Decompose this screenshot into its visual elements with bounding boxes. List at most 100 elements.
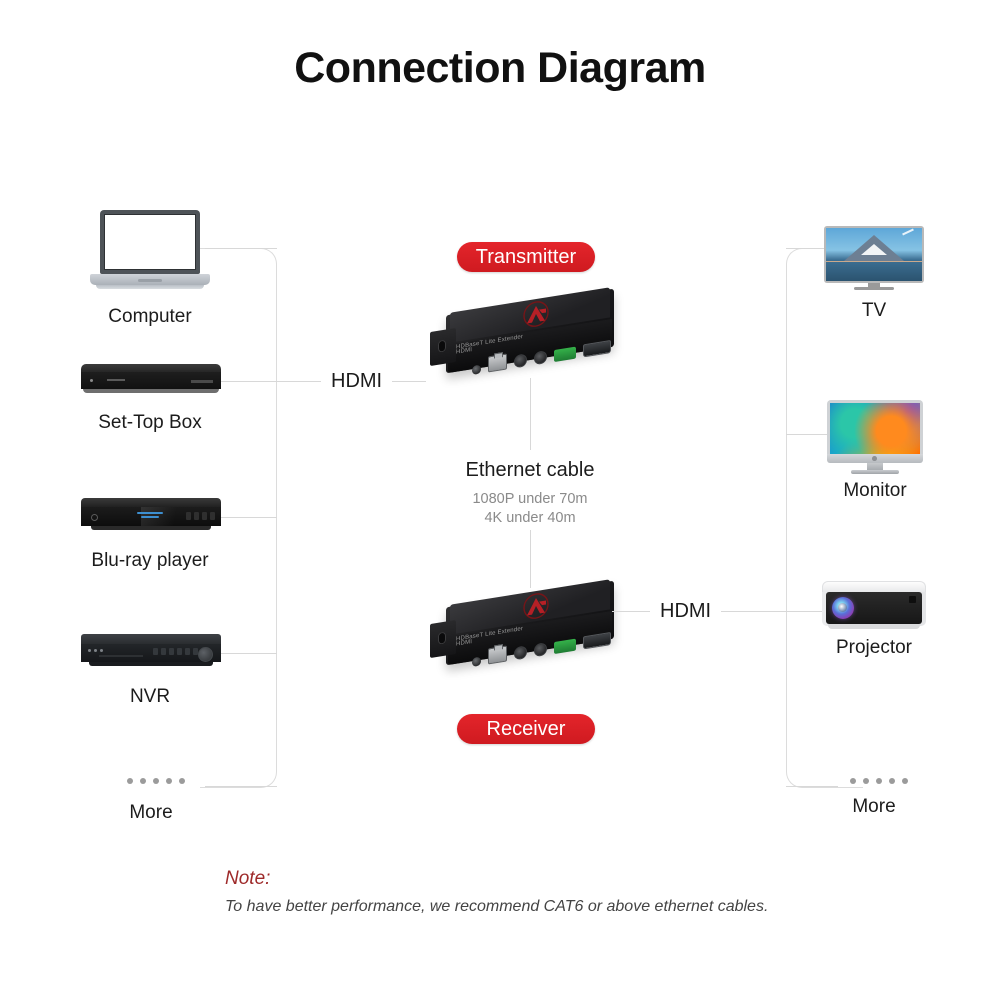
ethernet-link-line-lower [530, 530, 531, 588]
stb-led [90, 379, 93, 382]
transmitter-device: HDBaseT Lite Extender HDMI [428, 287, 628, 388]
hdmi-input-text: HDMI [321, 370, 393, 392]
branch-line-set-top-box [205, 381, 277, 382]
ethernet-spec-line1: 1080P under 70m [472, 491, 588, 507]
laptop-icon [90, 210, 210, 292]
nvr-jog-dial [198, 647, 213, 662]
tv-frame [824, 226, 924, 283]
projector-base [828, 624, 920, 629]
branch-line-more-left [205, 786, 277, 787]
stb-top [81, 364, 221, 372]
transmitter-badge: Transmitter [457, 242, 595, 272]
branch-line-nvr [205, 653, 277, 654]
branch-line-tv [786, 248, 858, 249]
transmitter-top-face [450, 287, 610, 343]
branch-line-more-right [786, 786, 838, 787]
hdmi-label-input: HDMI [321, 370, 393, 393]
ellipsis-dots-icon-right [850, 778, 908, 784]
ellipsis-dots-icon-left [127, 778, 185, 784]
apple-logo-icon [872, 456, 877, 461]
hdmi-output-text: HDMI [650, 600, 722, 622]
tv-screen [826, 228, 922, 281]
tv-neck [868, 283, 880, 288]
page-title: Connection Diagram [294, 44, 706, 92]
audio-jack-icon [534, 350, 547, 366]
nvr-slot [99, 655, 143, 657]
power-jack-icon [472, 364, 481, 376]
stb-body [81, 372, 221, 389]
nvr-leds [88, 649, 103, 652]
hdmi-label-output: HDMI [650, 600, 722, 623]
monitor-screen [830, 403, 920, 454]
ethernet-link-line [530, 378, 531, 450]
projector-lens-icon [832, 597, 854, 619]
branch-line-blu-ray [205, 517, 277, 518]
transmitter-badge-text: Transmitter [475, 246, 577, 268]
monitor-icon [827, 400, 923, 474]
receiver-device: HDBaseT Lite Extender HDMI [428, 579, 628, 680]
note-body: To have better performance, we recommend… [225, 898, 769, 915]
receiver-badge: Receiver [457, 714, 595, 744]
projector-side-right [919, 592, 926, 626]
source-label-computer: Computer [108, 306, 192, 327]
nvr-ports [153, 648, 198, 655]
brand-logo-icon-receiver [513, 589, 559, 622]
ir-jack-icon-receiver [514, 645, 527, 661]
tv-screen-snowcap [861, 243, 887, 255]
nvr-top [81, 634, 221, 644]
projector-side-left [822, 592, 828, 626]
bdp-top [81, 498, 221, 507]
receiver-top-face [450, 579, 610, 635]
ethernet-cable-title: Ethernet cable [465, 459, 595, 481]
tv-screen-flare [902, 228, 915, 236]
monitor-base [851, 470, 899, 474]
branch-line-computer [205, 248, 277, 249]
brand-logo-icon [513, 297, 559, 330]
bdp-power-button [91, 514, 98, 521]
terminal-block-icon-receiver [554, 638, 576, 655]
tv-screen-lake [826, 261, 922, 281]
hdmi-port-icon-receiver [583, 631, 611, 650]
transmitter-mount-bracket [430, 327, 456, 367]
receiver-mount-bracket [430, 619, 456, 659]
stb-display [107, 379, 125, 381]
note-block: Note: To have better performance, we rec… [225, 868, 768, 916]
right-display-bus [786, 248, 863, 788]
receiver-badge-text: Receiver [486, 718, 566, 740]
display-label-projector: Projector [835, 637, 913, 658]
branch-line-monitor [786, 434, 858, 435]
display-label-monitor: Monitor [843, 480, 907, 501]
rj45-port-icon [488, 353, 507, 373]
display-label-tv: TV [861, 300, 887, 321]
set-top-box-icon [81, 364, 221, 394]
laptop-trackpad [138, 279, 162, 282]
ethernet-spec-line2: 4K under 40m [484, 510, 576, 526]
laptop-lid [100, 210, 200, 274]
ir-jack-icon [514, 353, 527, 369]
note-heading: Note: [225, 868, 271, 889]
source-label-blu-ray-player: Blu-ray player [91, 550, 209, 571]
tv-icon [824, 226, 924, 292]
bdp-sheen [141, 507, 189, 526]
nvr-icon [81, 634, 221, 668]
hdmi-port-icon [583, 339, 611, 358]
stb-brand [191, 380, 213, 383]
projector-icon [822, 581, 926, 635]
bdp-buttons [186, 512, 215, 520]
tv-stand [854, 287, 894, 290]
display-device-more: More [850, 778, 908, 817]
projector-top [822, 581, 926, 593]
display-label-more: More [852, 796, 896, 817]
laptop-screen [104, 214, 196, 270]
nvr-base [89, 662, 213, 666]
source-label-more: More [129, 802, 173, 823]
monitor-frame [827, 400, 923, 454]
terminal-block-icon [554, 346, 576, 363]
source-label-nvr: NVR [129, 686, 171, 707]
bdp-display [137, 512, 163, 520]
power-jack-icon-receiver [472, 656, 481, 668]
source-device-more: More [127, 778, 185, 823]
stb-base [83, 389, 219, 393]
bdp-base [91, 526, 211, 530]
